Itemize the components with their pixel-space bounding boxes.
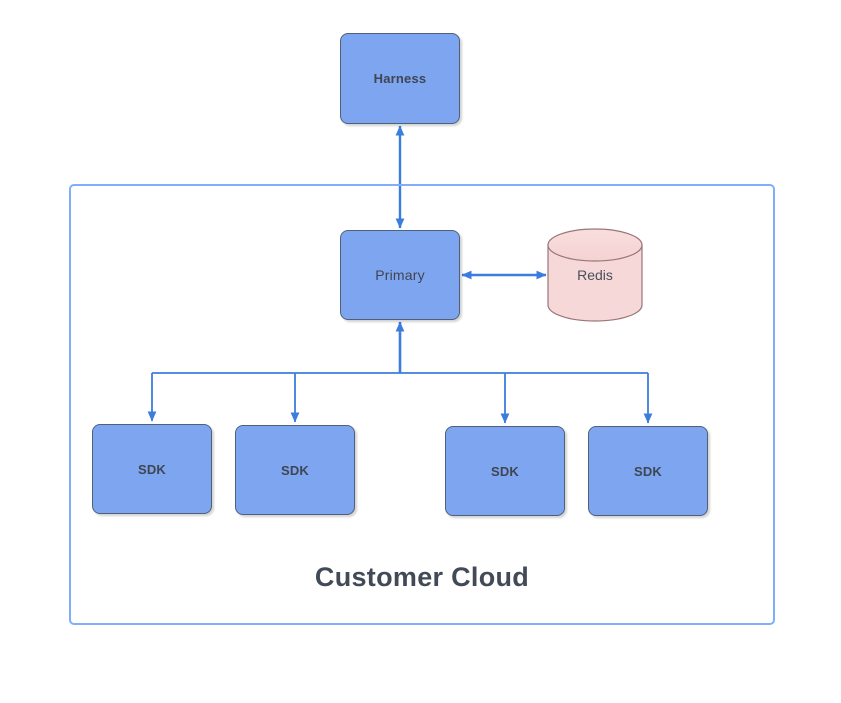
node-harness-label: Harness — [373, 71, 427, 86]
customer-cloud-title: Customer Cloud — [314, 562, 530, 592]
node-sdk-1[interactable]: SDK — [92, 424, 212, 514]
node-sdk-4-label: SDK — [633, 463, 663, 479]
customer-cloud-container — [69, 184, 775, 625]
node-primary[interactable]: Primary — [340, 230, 460, 320]
node-sdk-3[interactable]: SDK — [445, 426, 565, 516]
node-sdk-4[interactable]: SDK — [588, 426, 708, 516]
node-harness[interactable]: Harness — [340, 33, 460, 124]
node-sdk-3-label: SDK — [490, 463, 520, 479]
redis-cylinder-shape — [547, 228, 643, 322]
node-sdk-2[interactable]: SDK — [235, 425, 355, 515]
node-primary-label: Primary — [375, 267, 425, 283]
node-sdk-1-label: SDK — [137, 461, 167, 477]
node-sdk-2-label: SDK — [280, 462, 310, 478]
connector-sdk-bus — [147, 321, 653, 424]
